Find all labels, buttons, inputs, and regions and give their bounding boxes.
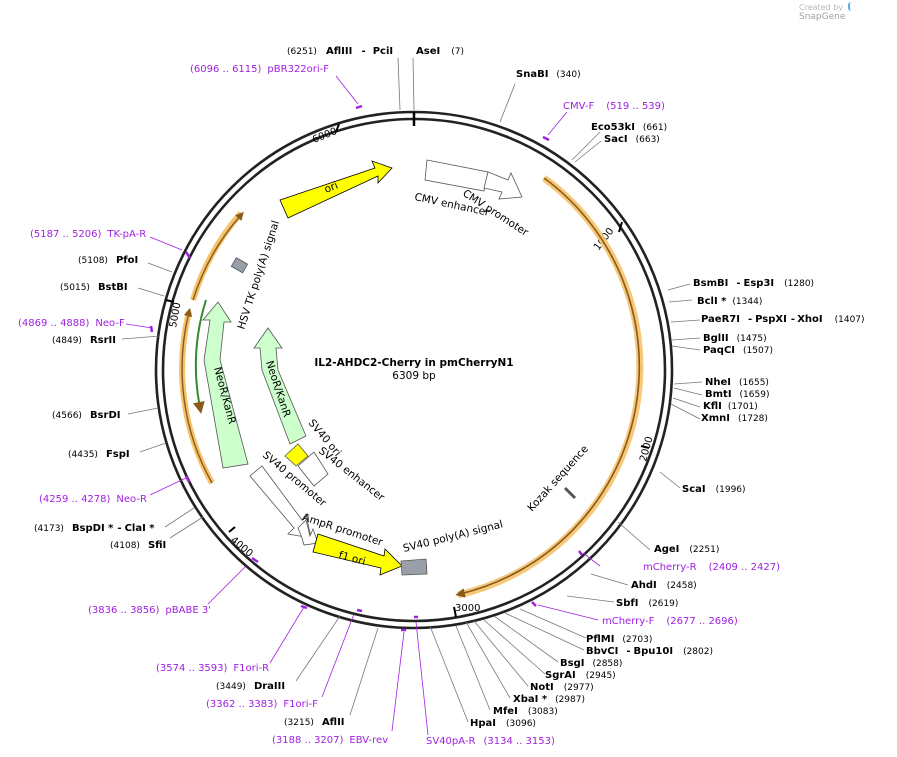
- site-noti: NotI(2977): [530, 682, 594, 693]
- primer-f1ori-r: (3574 .. 3593)F1ori-R: [156, 663, 269, 674]
- primer-pbabe-3: (3836 .. 3856)pBABE 3': [88, 605, 211, 616]
- site-bbvci-bpu10i: BbvCI-Bpu10I(2802): [586, 646, 713, 657]
- orf-arc-line: [455, 177, 641, 598]
- site-bsgi: BsgI(2858): [560, 658, 622, 669]
- site-leaders-left: [121, 57, 415, 716]
- cmv-promoter-arrow: [483, 171, 523, 200]
- site-aflii: (3215)AflII: [284, 717, 345, 728]
- site-bsmbi-esp3i: BsmBI-Esp3I(1280): [693, 278, 814, 289]
- site-bstbi: (5015)BstBI: [60, 282, 128, 293]
- tick-label-6000: 6000: [311, 126, 339, 146]
- plasmid-size: 6309 bp: [392, 370, 436, 382]
- sv40-promoter-arrow: [249, 465, 312, 539]
- primer-f1ori-f: (3362 .. 3383)F1ori-F: [206, 699, 318, 710]
- sv40-ori-box: [284, 443, 309, 467]
- site-eco53ki: Eco53kI(661): [591, 122, 667, 133]
- primer-neo-r: (4259 .. 4278)Neo-R: [39, 494, 147, 505]
- site-draiii: (3449)DraIII: [216, 681, 285, 692]
- primer-neo-f: (4869 .. 4888)Neo-F: [18, 318, 125, 329]
- f1-ori-arrow: [312, 533, 403, 576]
- site-xbai: XbaI *(2987): [513, 694, 585, 705]
- primer-tk-pa-r: (5187 .. 5206)TK-pA-R: [30, 229, 146, 240]
- tick-marks: [165, 123, 650, 618]
- site-saci: SacI(663): [604, 134, 660, 145]
- plasmid-name: IL2-AHDC2-Cherry in pmCherryN1: [314, 357, 513, 369]
- site-nhei: NheI(1655): [705, 377, 769, 388]
- site-pflmi: PflMI(2703): [586, 634, 652, 645]
- site-bmti: BmtI(1659): [705, 389, 769, 400]
- credit-brand: SnapGene: [799, 12, 846, 22]
- site-hpai: HpaI(3096): [470, 718, 536, 729]
- primer-mcherry-r: mCherry-R(2409 .. 2427): [643, 562, 780, 573]
- site-kfli: KflI(1701): [703, 401, 758, 412]
- snapgene-credit: Created by SnapGene: [799, 2, 897, 22]
- hsv-tk-polya-label: HSV TK poly(A) signal: [235, 219, 282, 331]
- site-aflIII-pcII: (6251) AflIII - PciI: [287, 39, 393, 58]
- site-bsrdi: (4566)BsrDI: [52, 410, 120, 421]
- kozak-label: Kozak sequence: [525, 443, 591, 514]
- primer-cmv-f: CMV-F(519 .. 539): [563, 101, 665, 112]
- site-sbfi: SbfI(2619): [616, 598, 678, 609]
- cmv-enhancer-arrow: [424, 159, 489, 192]
- site-ahdi: AhdI(2458): [631, 580, 697, 591]
- neor-kanr-arrow-outer: [202, 301, 249, 469]
- site-scai: ScaI(1996): [682, 484, 746, 495]
- site-paqci: PaqCI(1507): [703, 345, 773, 356]
- site-agei: AgeI(2251): [654, 544, 719, 555]
- primer-ebv-rev: (3188 .. 3207)EBV-rev: [272, 735, 388, 746]
- site-leaders-right: [429, 83, 703, 723]
- primer-markers: [149, 104, 583, 632]
- sv40-polya-box: [400, 558, 428, 576]
- left-orf-arc-green: [192, 299, 207, 414]
- site-bglii: BglII(1475): [703, 333, 767, 344]
- primer-sv40pa-r: SV40pA-R(3134 .. 3153): [426, 736, 555, 747]
- kozak-marker: [563, 486, 577, 500]
- hsv-tk-polya-box: [230, 257, 249, 274]
- site-bspdi-clai: (4173)BspDI *-ClaI *: [34, 523, 155, 534]
- site-fspi: (4435)FspI: [68, 449, 130, 460]
- tick-label-5000: 5000: [168, 302, 183, 329]
- ori-arrow: [279, 160, 393, 219]
- site-paer7i-pspxi-xhoi: PaeR7I-PspXI-XhoI(1407): [701, 314, 865, 325]
- site-mfei: MfeI(3083): [493, 706, 558, 717]
- site-sgrai: SgrAI(2945): [545, 670, 616, 681]
- sv40-polya-label: SV40 poly(A) signal: [402, 518, 504, 554]
- ampr-promoter-arrow: [297, 519, 319, 546]
- snapgene-logo-icon: [847, 2, 856, 11]
- neor-kanr-arrow-inner: [253, 327, 307, 445]
- sv40-enhancer-box: [297, 451, 329, 487]
- site-snabi: SnaBI(340): [516, 69, 581, 80]
- primer-mcherry-f: mCherry-F(2677 .. 2696): [602, 616, 738, 627]
- site-pfoi: (5108)PfoI: [78, 255, 138, 266]
- site-aseI: AseI (7): [416, 39, 464, 58]
- site-bcli: BclI *(1344): [697, 296, 762, 307]
- site-rsrii: (4849)RsrII: [52, 335, 116, 346]
- site-sfii: (4108)SfiI: [110, 540, 166, 551]
- tick-label-3000: 3000: [455, 603, 480, 614]
- primer-pbr322ori-f: (6096 .. 6115)pBR322ori-F: [190, 64, 329, 75]
- primer-leaders: [125, 75, 601, 736]
- tick-label-4000: 4000: [228, 535, 255, 560]
- left-orf-arc-1-line: [181, 307, 213, 484]
- site-xmni: XmnI(1728): [701, 413, 768, 424]
- left-orf-arc-2-line: [192, 211, 244, 301]
- ori-label: ori: [323, 180, 340, 196]
- credit-text: Created by: [799, 3, 844, 12]
